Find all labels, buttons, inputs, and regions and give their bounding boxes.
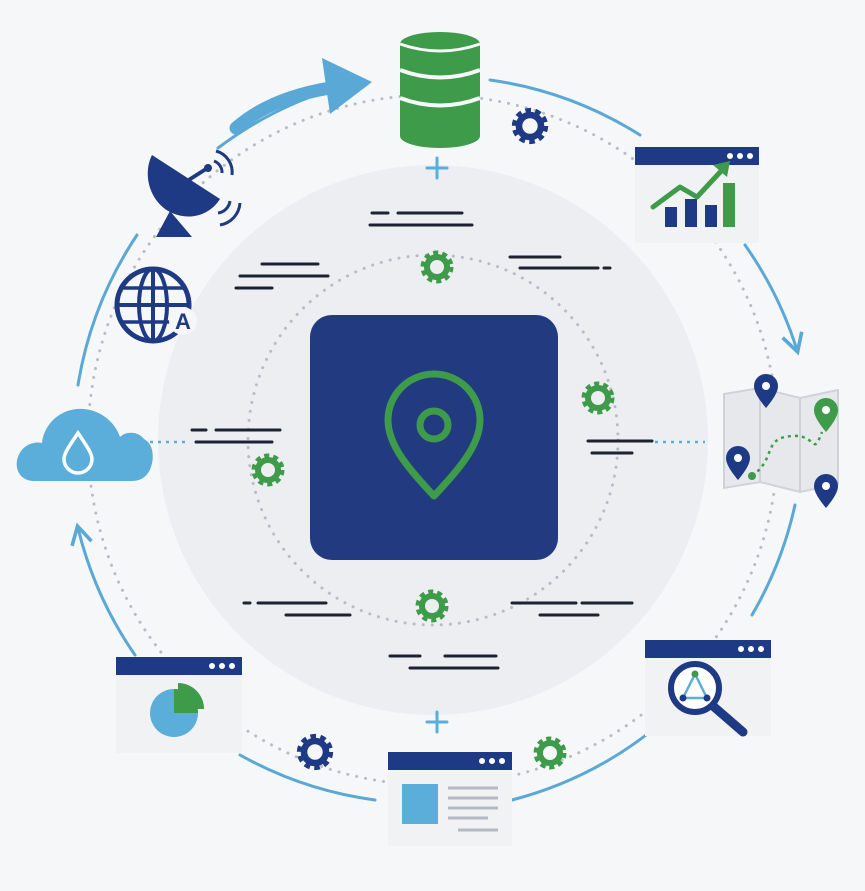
center-map-pin-tile (310, 315, 558, 560)
plus-icons (425, 156, 449, 734)
pie-chart-window-icon (116, 657, 242, 753)
bar-chart-trend-icon (635, 147, 759, 243)
arc-cloud-globe (76, 233, 139, 387)
big-flow-arrow (229, 58, 372, 135)
satellite-dish-icon (147, 149, 242, 237)
map-pin-icon (384, 370, 484, 500)
route-map-icon (723, 374, 839, 508)
globe-letter: A (175, 309, 191, 334)
decorative-text-lines (190, 211, 654, 670)
gear-icon (301, 738, 330, 767)
arc-database-analytics (488, 78, 642, 137)
cloud-water-icon (16, 408, 153, 481)
network-search-icon (645, 640, 771, 737)
gear-icon (537, 740, 563, 766)
database-icon (399, 32, 481, 148)
globe-language-icon: A (114, 266, 197, 344)
arc-webpage-pie (238, 753, 377, 802)
web-page-icon (388, 752, 512, 846)
arc-pie-cloud (70, 522, 137, 657)
arc-analytics-map (743, 243, 804, 356)
arc-search-webpage (510, 730, 652, 802)
arc-map-search (750, 503, 797, 617)
gear-icon (516, 112, 545, 141)
